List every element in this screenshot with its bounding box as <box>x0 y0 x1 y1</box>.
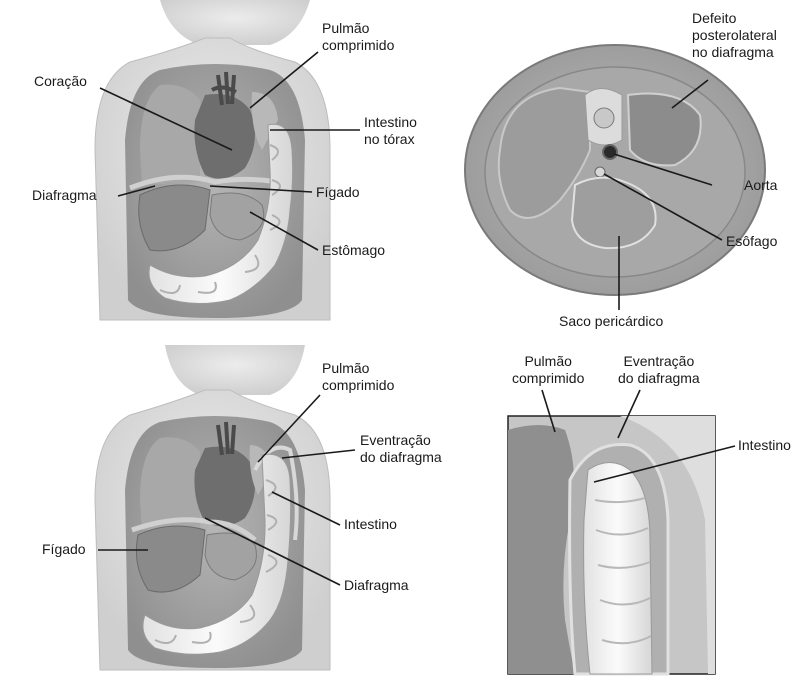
panel-c-left-lung <box>140 437 200 530</box>
panel-a-left-lung <box>140 85 200 185</box>
label-a-figado: Fígado <box>316 184 360 201</box>
label-c-pulmao: Pulmão comprimido <box>322 360 394 394</box>
label-b-defeito-line1: Defeito <box>692 10 777 27</box>
label-b-aorta: Aorta <box>744 177 777 194</box>
panel-c-heart <box>194 447 255 527</box>
label-c-pulmao-line2: comprimido <box>322 377 394 394</box>
label-d-intestino: Intestino <box>738 437 791 454</box>
label-a-intestino: Intestino no tórax <box>364 114 417 148</box>
label-b-defeito-line3: no diafragma <box>692 44 777 61</box>
label-d-pulmao-line2: comprimido <box>512 370 584 387</box>
label-a-diafragma: Diafragma <box>32 187 97 204</box>
panel-b-esophagus <box>595 167 605 177</box>
panel-d-detail <box>508 416 715 674</box>
label-b-defeito: Defeito posterolateral no diafragma <box>692 10 777 61</box>
panel-a-head <box>160 0 310 45</box>
label-c-eventracao: Eventração do diafragma <box>360 432 442 466</box>
panel-c-head <box>165 345 305 395</box>
label-d-eventracao: Eventração do diafragma <box>618 353 700 387</box>
label-b-saco: Saco pericárdico <box>559 313 663 330</box>
label-a-coracao: Coração <box>34 73 87 90</box>
label-c-eventracao-line1: Eventração <box>360 432 442 449</box>
label-d-pulmao-line1: Pulmão <box>512 353 584 370</box>
label-a-intestino-line2: no tórax <box>364 131 417 148</box>
label-d-eventracao-line1: Eventração <box>618 353 700 370</box>
label-c-figado: Fígado <box>42 541 86 558</box>
label-a-intestino-line1: Intestino <box>364 114 417 131</box>
label-d-pulmao: Pulmão comprimido <box>512 353 584 387</box>
panel-d-compressed-lung <box>508 425 575 674</box>
panel-b-aorta <box>603 145 617 159</box>
panel-b-spinal-canal <box>594 108 614 128</box>
label-c-eventracao-line2: do diafragma <box>360 449 442 466</box>
label-d-eventracao-line2: do diafragma <box>618 370 700 387</box>
label-a-pulmao-line1: Pulmão <box>322 20 394 37</box>
label-a-pulmao-line2: comprimido <box>322 37 394 54</box>
label-a-estomago: Estômago <box>322 242 385 259</box>
label-a-pulmao: Pulmão comprimido <box>322 20 394 54</box>
label-c-pulmao-line1: Pulmão <box>322 360 394 377</box>
label-b-esofago: Esôfago <box>726 233 777 250</box>
panel-a-torso <box>95 0 330 320</box>
label-c-diafragma: Diafragma <box>344 577 409 594</box>
panel-c-torso <box>95 345 330 670</box>
label-c-intestino: Intestino <box>344 516 397 533</box>
label-b-defeito-line2: posterolateral <box>692 27 777 44</box>
panel-b-defect <box>628 94 701 166</box>
panel-b-cross-section <box>465 45 765 295</box>
